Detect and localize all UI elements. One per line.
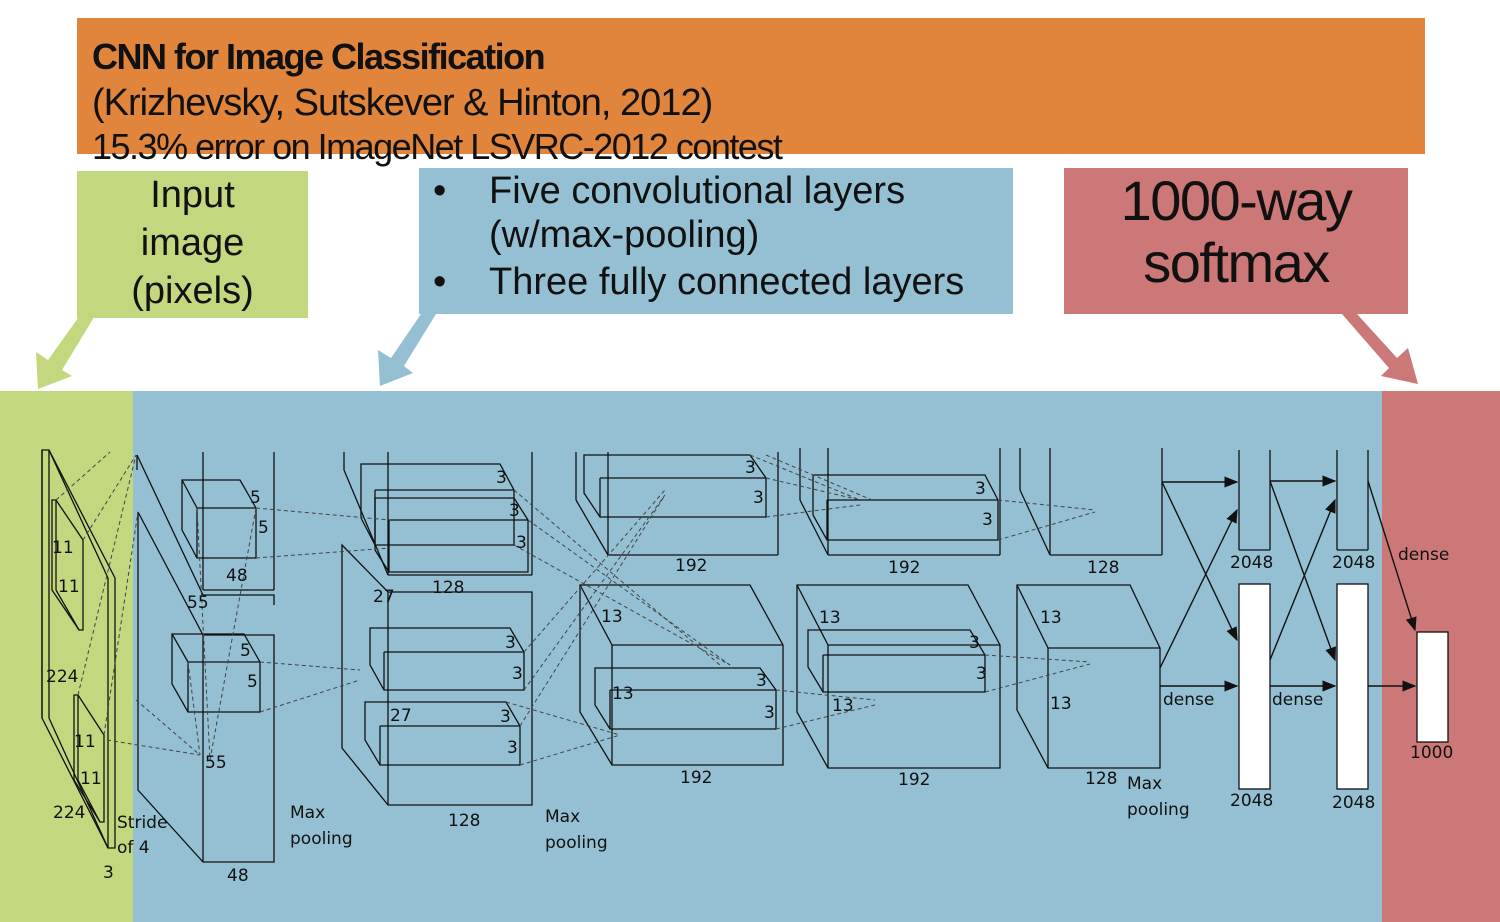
label-conv1-size: 55 xyxy=(187,593,209,613)
conv-arrow xyxy=(378,314,436,386)
softmax-arrow xyxy=(1342,314,1418,384)
label-stride: of 4 xyxy=(117,838,150,858)
label-conv1-kernel: 5 xyxy=(250,488,261,508)
diagram-labels: 11 11 224 11 11 224 3 Stride of 4 5 5 48… xyxy=(46,458,1453,886)
label-conv5-size: 13 xyxy=(1050,694,1072,714)
error-result: 15.3% error on ImageNet LSVRC-2012 conte… xyxy=(92,126,783,167)
bullet: • xyxy=(433,170,447,212)
label-input-size: 224 xyxy=(53,803,85,823)
label-conv4-depth: 192 xyxy=(898,770,930,790)
label-fc-size: 2048 xyxy=(1230,553,1273,573)
bullet: • xyxy=(433,261,447,303)
label-conv3-kernel: 3 xyxy=(753,488,764,508)
input-callout-line: Input xyxy=(150,174,235,216)
conv3-bottom-volume xyxy=(579,584,784,766)
softmax-callout: 1000-way softmax xyxy=(1064,168,1408,314)
conv4-bottom-volume xyxy=(796,584,1001,769)
conv5-bottom-volume xyxy=(1016,584,1161,769)
dense-connections xyxy=(1159,475,1417,692)
label-max-pooling: Max xyxy=(545,807,580,827)
label-input-size: 224 xyxy=(46,667,78,687)
input-callout-line: image xyxy=(140,222,245,264)
label-fc-size: 2048 xyxy=(1332,793,1375,813)
label-conv2-kernel: 3 xyxy=(496,468,507,488)
conv-callout-line: (w/max-pooling) xyxy=(489,214,760,256)
label-conv2-kernel: 3 xyxy=(516,533,527,553)
label-max-pooling: Max xyxy=(1127,774,1162,794)
label-input-depth: 3 xyxy=(103,863,114,883)
label-input-kernel: 11 xyxy=(74,732,96,752)
softmax-callout-line: softmax xyxy=(1143,231,1330,294)
label-fc-size: 2048 xyxy=(1332,553,1375,573)
label-max-pooling: pooling xyxy=(290,829,353,849)
label-conv1-kernel: 5 xyxy=(258,518,269,538)
label-conv1-size: 55 xyxy=(205,753,227,773)
label-output-size: 1000 xyxy=(1410,743,1453,763)
conv-callout-line: Five convolutional layers xyxy=(489,170,906,212)
label-conv3-kernel: 3 xyxy=(756,671,767,691)
label-conv1-kernel: 5 xyxy=(240,641,251,661)
label-conv2-depth: 128 xyxy=(432,578,464,598)
label-conv4-size: 13 xyxy=(819,608,841,628)
label-input-kernel: 11 xyxy=(58,577,80,597)
label-fc-size: 2048 xyxy=(1230,791,1273,811)
output-layer xyxy=(1416,631,1449,743)
label-conv2-kernel: 3 xyxy=(505,633,516,653)
label-conv4-size: 13 xyxy=(832,696,854,716)
label-conv1-depth: 48 xyxy=(226,566,248,586)
label-conv5-size: 13 xyxy=(1040,608,1062,628)
label-conv4-kernel: 3 xyxy=(969,633,980,653)
input-callout: Input image (pixels) xyxy=(77,171,308,318)
label-conv2-kernel: 3 xyxy=(509,501,520,521)
label-stride: Stride xyxy=(117,813,167,833)
label-input-kernel: 11 xyxy=(52,538,74,558)
label-conv5-depth: 128 xyxy=(1085,769,1117,789)
input-band xyxy=(0,391,133,922)
label-conv2-depth: 128 xyxy=(448,811,480,831)
label-conv3-kernel: 3 xyxy=(764,703,775,723)
label-dense: dense xyxy=(1398,545,1449,565)
label-conv2-size: 27 xyxy=(373,587,395,607)
label-conv4-kernel: 3 xyxy=(976,664,987,684)
label-conv2-kernel: 3 xyxy=(512,664,523,684)
layer-shapes xyxy=(41,448,1449,863)
label-dense: dense xyxy=(1163,690,1214,710)
label-max-pooling: Max xyxy=(290,803,325,823)
label-conv4-depth: 192 xyxy=(888,558,920,578)
input-arrow xyxy=(36,314,96,389)
title-banner: CNN for Image Classification (Krizhevsky… xyxy=(77,18,1425,167)
label-dense: dense xyxy=(1272,690,1323,710)
label-conv3-kernel: 3 xyxy=(745,458,756,478)
title: CNN for Image Classification xyxy=(92,36,546,77)
label-conv2-kernel: 3 xyxy=(500,707,511,727)
conv-callout: • Five convolutional layers (w/max-pooli… xyxy=(419,168,1013,314)
input-callout-line: (pixels) xyxy=(131,270,254,312)
label-max-pooling: pooling xyxy=(545,833,608,853)
label-conv3-depth: 192 xyxy=(675,556,707,576)
fc7-bottom xyxy=(1336,583,1369,790)
label-conv1-depth: 48 xyxy=(227,866,249,886)
softmax-callout-line: 1000-way xyxy=(1120,169,1353,232)
label-conv2-size: 27 xyxy=(390,706,412,726)
receptive-field-lines xyxy=(55,451,1096,766)
citation: (Krizhevsky, Sutskever & Hinton, 2012) xyxy=(92,82,713,124)
label-conv1-kernel: 5 xyxy=(247,672,258,692)
label-input-kernel: 11 xyxy=(80,769,102,789)
label-conv4-kernel: 3 xyxy=(982,510,993,530)
label-conv3-size: 13 xyxy=(612,684,634,704)
label-max-pooling: pooling xyxy=(1127,800,1190,820)
label-conv3-depth: 192 xyxy=(680,768,712,788)
conv-callout-line: Three fully connected layers xyxy=(489,261,965,303)
fc6-bottom xyxy=(1238,583,1271,790)
label-conv4-kernel: 3 xyxy=(975,479,986,499)
label-conv5-depth: 128 xyxy=(1087,558,1119,578)
label-conv2-kernel: 3 xyxy=(507,738,518,758)
label-conv3-size: 13 xyxy=(601,607,623,627)
hidden-layers-band xyxy=(133,391,1382,922)
callout-arrows xyxy=(36,314,1418,389)
conv1-top-volume xyxy=(136,454,275,605)
